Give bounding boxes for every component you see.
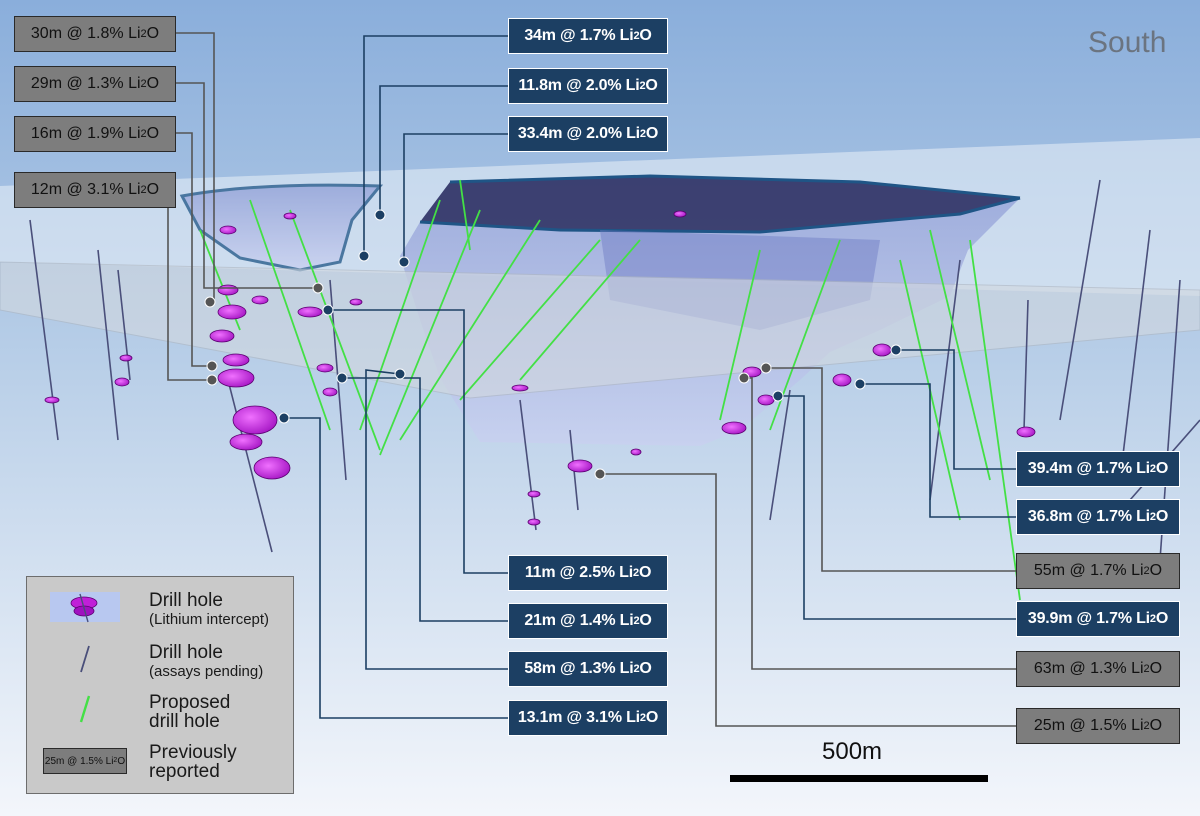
- legend-pending-title: Drill hole: [149, 643, 263, 662]
- callout-length: 29m: [31, 75, 62, 93]
- callout-grade: 1.7%: [580, 27, 616, 45]
- legend-proposed-line2: drill hole: [149, 712, 230, 731]
- scale-label: 500m: [822, 738, 882, 766]
- callout-grade: 1.9%: [87, 125, 123, 143]
- callout-grade: 2.5%: [579, 564, 615, 582]
- legend: Drill hole (Lithium intercept) Drill hol…: [26, 576, 294, 794]
- legend-intercept-row: Drill hole (Lithium intercept): [27, 585, 295, 635]
- legend-intercept-text: Drill hole (Lithium intercept): [149, 591, 269, 629]
- callout-grade: 1.3%: [87, 75, 123, 93]
- legend-previous-text: Previously reported: [149, 743, 237, 781]
- callout-grade: 3.1%: [87, 181, 123, 199]
- callout-grade: 2.0%: [586, 77, 622, 95]
- callout-length: 36.8m: [1028, 508, 1072, 526]
- callout-length: 63m: [1034, 660, 1065, 678]
- callout-length: 39.4m: [1028, 460, 1072, 478]
- legend-previous-line1: Previously: [149, 743, 237, 762]
- callout-grade: 1.3%: [1090, 660, 1126, 678]
- legend-intercept-title: Drill hole: [149, 591, 269, 610]
- legend-pending-note: (assays pending): [149, 662, 263, 681]
- callout-grade: 1.7%: [1096, 508, 1132, 526]
- legend-proposed-line1: Proposed: [149, 693, 230, 712]
- legend-sample-length: 25m: [45, 756, 64, 767]
- legend-pending-row: Drill hole (assays pending): [27, 637, 295, 687]
- callout-grade: 1.3%: [580, 660, 616, 678]
- scale-bar: [730, 775, 988, 782]
- callout-length: 39.9m: [1028, 610, 1072, 628]
- callout-grade: 1.7%: [1096, 610, 1132, 628]
- callout-length: 16m: [31, 125, 62, 143]
- legend-proposed-row: Proposed drill hole: [27, 687, 295, 737]
- callout-length: 55m: [1034, 562, 1065, 580]
- legend-intercept-note: (Lithium intercept): [149, 610, 269, 629]
- callout-length: 12m: [31, 181, 62, 199]
- legend-pending-text: Drill hole (assays pending): [149, 643, 263, 681]
- callout-grade: 1.4%: [580, 612, 616, 630]
- callout-grade: 1.7%: [1096, 460, 1132, 478]
- legend-proposed-text: Proposed drill hole: [149, 693, 230, 731]
- callout-length: 11.8m: [518, 77, 562, 95]
- callout-length: 25m: [1034, 717, 1065, 735]
- compass-label: South: [1088, 26, 1166, 60]
- callout-grade: 1.5%: [1090, 717, 1126, 735]
- proposed-hole-icon: [37, 687, 133, 731]
- callout-length: 30m: [31, 25, 62, 43]
- callout-grade: 3.1%: [586, 709, 622, 727]
- legend-previous-line2: reported: [149, 762, 237, 781]
- callout-grade: 1.8%: [87, 25, 123, 43]
- callout-grade: 1.7%: [1090, 562, 1126, 580]
- callout-length: 34m: [524, 27, 555, 45]
- callout-length: 11m: [525, 564, 556, 582]
- pending-hole-icon: [37, 637, 133, 681]
- callout-length: 58m: [524, 660, 555, 678]
- lithium-intercept-icon: [37, 585, 133, 629]
- callout-length: 13.1m: [518, 709, 562, 727]
- callout-length: 33.4m: [518, 125, 562, 143]
- callout-length: 21m: [524, 612, 555, 630]
- legend-sample-grade: 1.5%: [80, 756, 103, 767]
- callout-grade: 2.0%: [586, 125, 622, 143]
